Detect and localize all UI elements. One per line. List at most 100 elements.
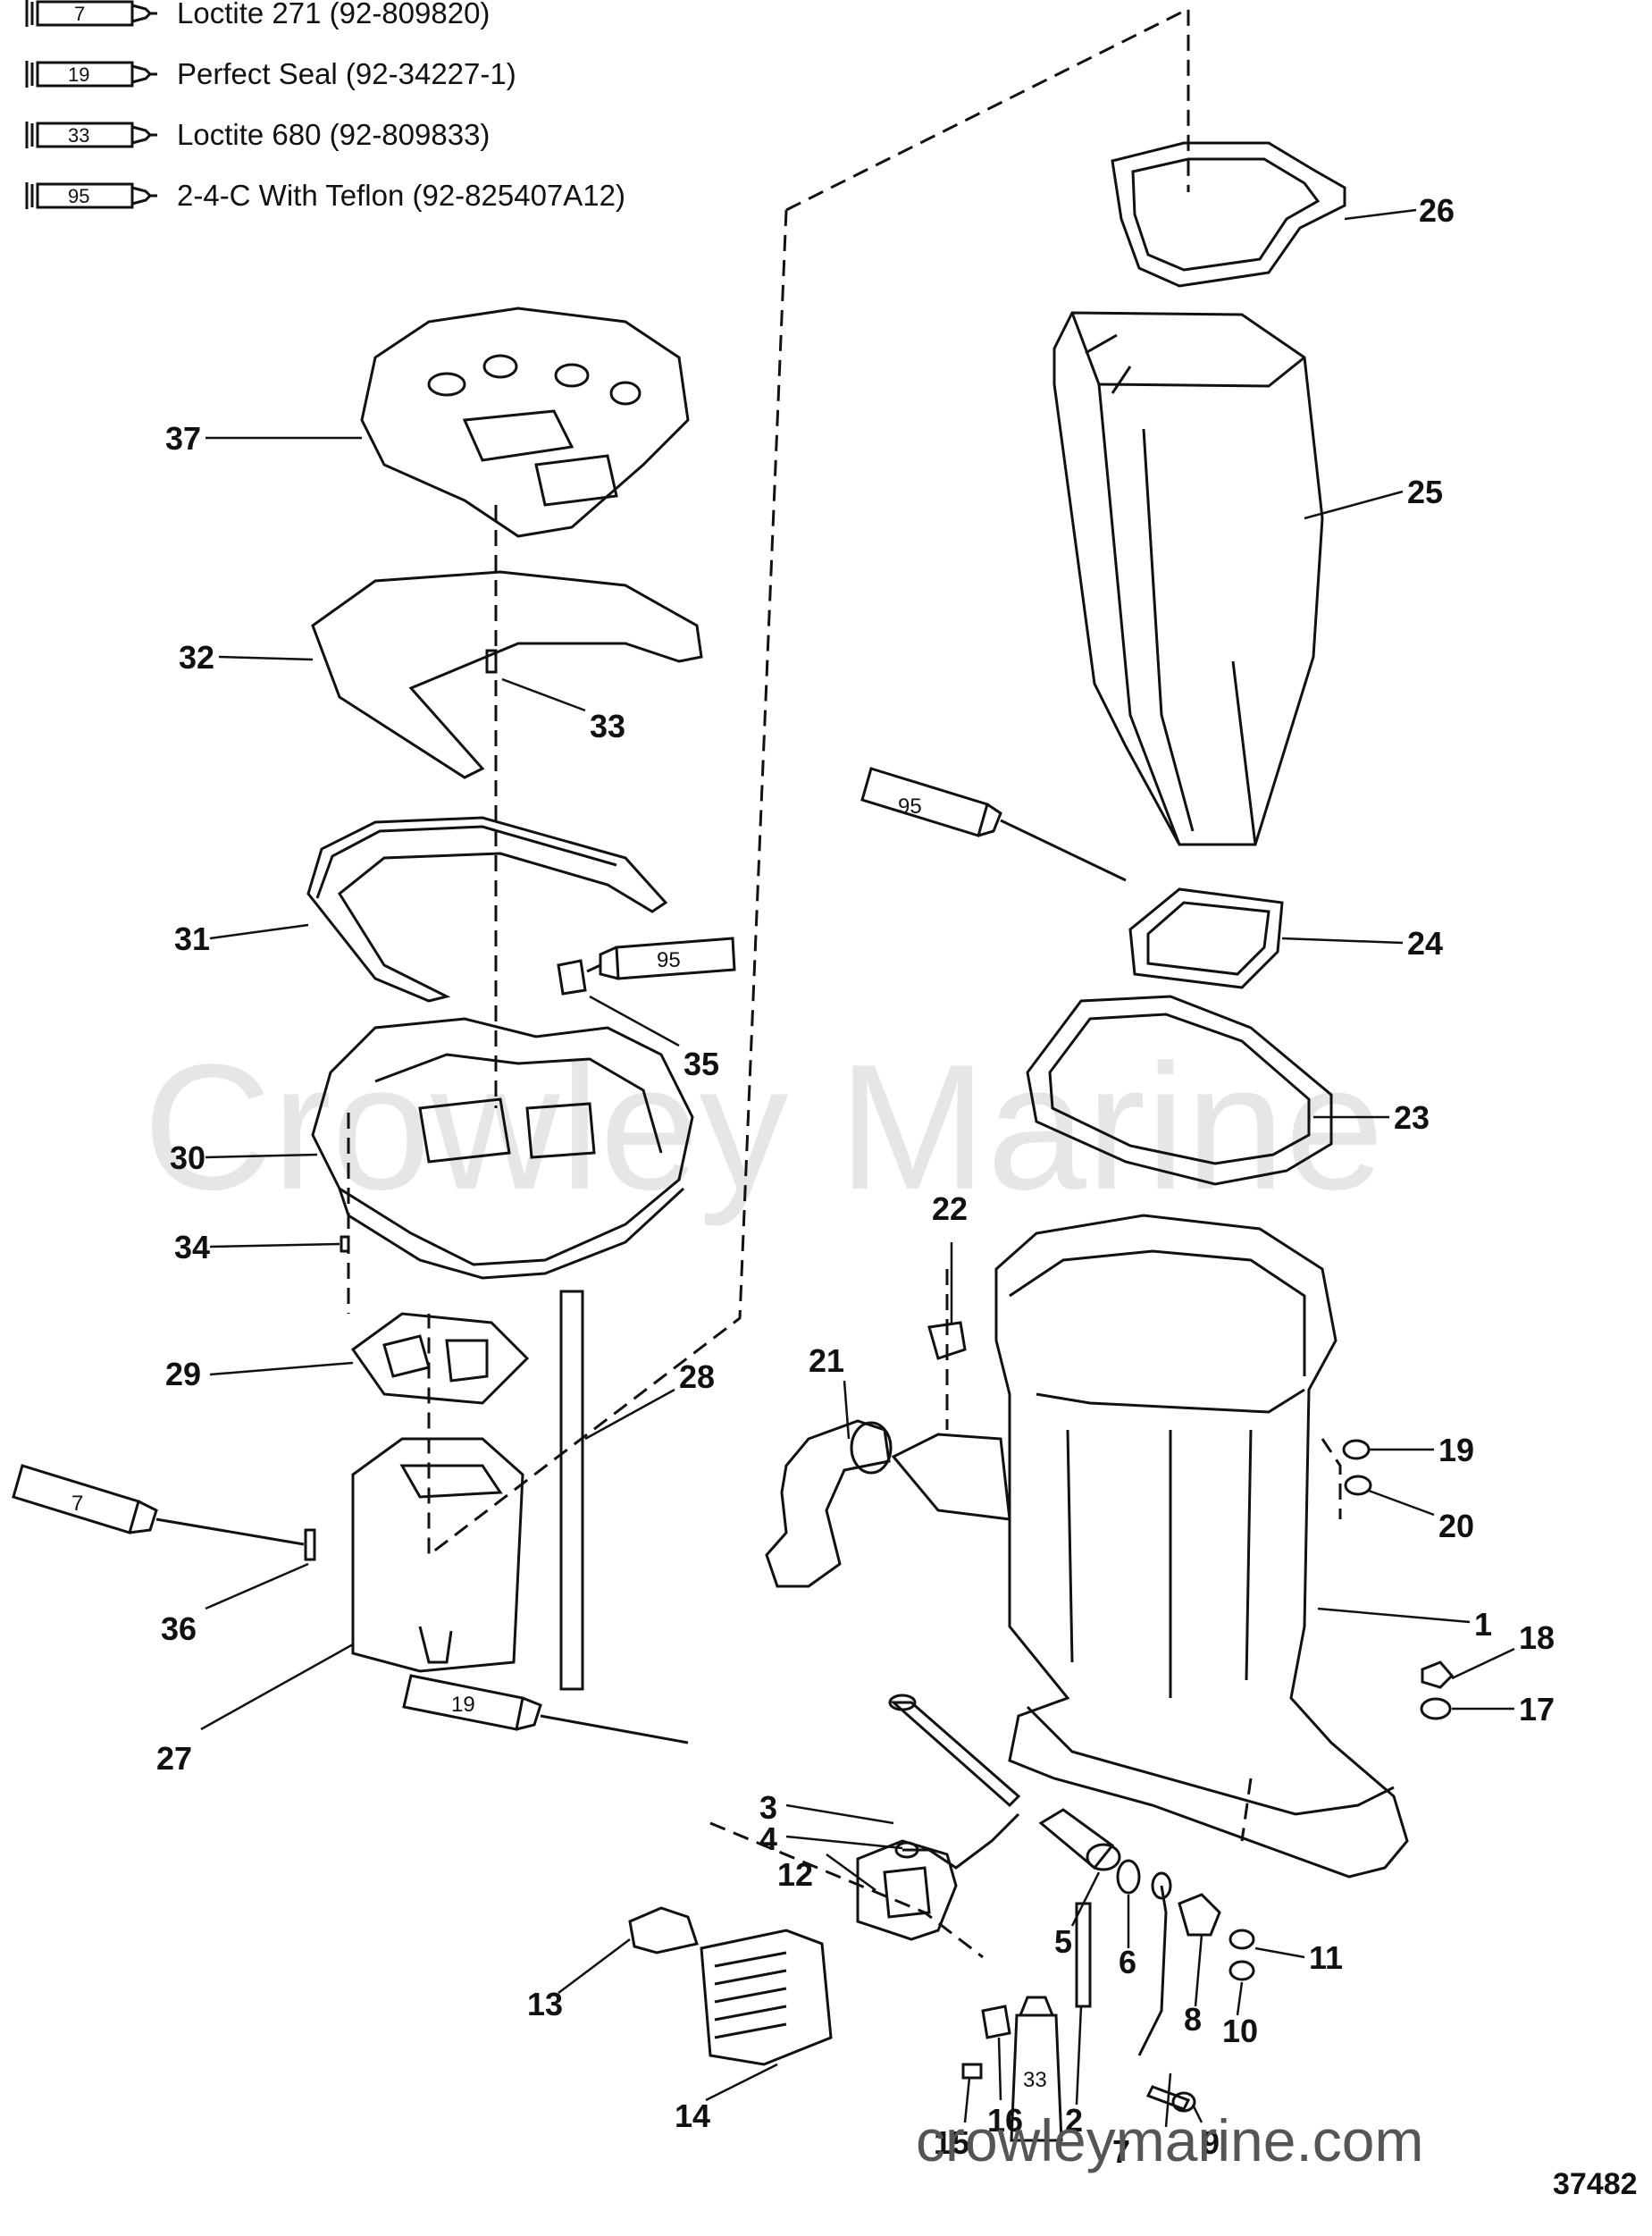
label-18: 18 [1519,1619,1555,1656]
part-29-gasket [350,1312,530,1405]
tube-label-7: 7 [71,1492,83,1516]
label-4: 4 [759,1820,777,1857]
part-17-18-nuts [1420,1660,1455,1720]
leader-lines [200,208,1515,2128]
label-27: 27 [156,1740,192,1777]
sealant-tube-icon: 7 [25,0,157,27]
sealant-tube-7: 7 [12,1464,305,1546]
part-28-tube [559,1290,584,1691]
sealant-tube-95-top: 95 [860,767,1127,882]
label-29: 29 [165,1356,201,1392]
label-26: 26 [1419,192,1455,229]
label-8: 8 [1184,2001,1202,2038]
tube-label-95-top: 95 [898,794,922,819]
part-34-pin [340,1235,350,1253]
sealant-tube-95-mid: 95 [586,937,736,980]
legend-code-33: 33 [68,124,89,147]
part-36-screw [304,1528,316,1561]
label-15: 15 [934,2124,969,2161]
label-19: 19 [1438,1432,1474,1468]
label-7: 7 [1112,2133,1130,2170]
legend-code-95: 95 [68,185,89,207]
label-25: 25 [1407,474,1443,510]
part-8-nut [1178,1893,1221,1937]
legend-row-95: 95 2-4-C With Teflon (92-825407A12) [25,173,625,218]
label-16: 16 [987,2102,1023,2139]
part-37-gasket [360,307,690,538]
label-14: 14 [675,2097,710,2134]
part-23-gasket [1026,995,1333,1186]
legend-text-7: Loctite 271 (92-809820) [177,0,491,29]
label-3: 3 [759,1789,777,1826]
part-9-screw [1145,2085,1196,2113]
part-25-housing [1052,311,1324,846]
label-21: 21 [809,1342,844,1379]
part-31-seal [306,816,668,1003]
part-4-ground-strap [894,1812,1020,1870]
label-5: 5 [1054,1923,1072,1960]
sealant-tube-33: 33 [1010,1996,1063,2142]
part-30-adapter-plate [311,1017,694,1280]
figure-number: 37482 [1553,2167,1638,2201]
label-33: 33 [590,708,625,744]
label-34: 34 [174,1229,210,1265]
part-21-water-tube [765,1419,893,1588]
legend-code-19: 19 [68,63,89,86]
label-28: 28 [679,1358,715,1395]
part-27-manifold [351,1437,524,1673]
legend-text-19: Perfect Seal (92-34227-1) [177,57,516,90]
tube-label-95-mid: 95 [657,948,681,972]
label-20: 20 [1438,1508,1474,1544]
legend-text-33: Loctite 680 (92-809833) [177,118,491,151]
label-1: 1 [1474,1606,1492,1643]
part-16-nut [981,2005,1011,2039]
label-12: 12 [777,1856,813,1893]
part-12-bracket [856,1839,958,1941]
part-2-stud [1075,1902,1092,2008]
part-35-sleeve [557,959,587,996]
sealant-tube-19: 19 [402,1674,689,1744]
label-6: 6 [1119,1944,1136,1980]
legend-row-33: 33 Loctite 680 (92-809833) [25,113,490,157]
label-17: 17 [1519,1691,1555,1727]
label-24: 24 [1407,925,1443,962]
part-24-seal [1128,887,1284,989]
part-22-plug [927,1321,967,1360]
part-3-bolt [888,1694,1021,1808]
label-2: 2 [1065,2102,1083,2139]
label-22: 22 [932,1190,968,1227]
label-36: 36 [161,1610,197,1647]
part-1-driveshaft-housing [891,1214,1409,1879]
label-13: 13 [527,1986,563,2022]
part-15-screw [961,2063,983,2080]
label-9: 9 [1202,2124,1220,2161]
part-7-strap [1137,1871,1172,2056]
label-23: 23 [1394,1099,1430,1136]
part-26-gasket [1111,141,1346,288]
legend-row-7: 7 Loctite 271 (92-809820) [25,0,490,36]
part-32-gasket [311,570,703,779]
tube-label-19: 19 [451,1693,475,1717]
label-31: 31 [174,920,210,957]
label-32: 32 [179,639,214,676]
part-19-20-nuts [1342,1439,1372,1496]
part-number-labels: 26 25 24 23 22 21 19 20 1 18 17 3 4 12 1… [156,192,1555,2170]
sealant-tube-icon: 33 [25,122,157,148]
label-37: 37 [165,420,201,457]
legend-text-95: 2-4-C With Teflon (92-825407A12) [177,179,625,212]
part-13-plug [628,1906,699,1954]
label-35: 35 [683,1046,719,1082]
sealant-tube-icon: 95 [25,182,157,209]
site-watermark: crowleymarine.com [916,2107,1423,2173]
legend-code-7: 7 [74,3,85,25]
part-5-anode [1038,1808,1121,1871]
part-14-trim-tab [700,1929,833,2066]
label-10: 10 [1222,2013,1258,2049]
part-10-11-nuts [1229,1929,1255,1981]
label-30: 30 [170,1139,205,1176]
legend-row-19: 19 Perfect Seal (92-34227-1) [25,52,516,97]
watermark-text: Crowley Marine [143,1028,1384,1227]
part-6-washer [1116,1859,1141,1895]
sealant-tube-icon: 19 [25,61,157,88]
